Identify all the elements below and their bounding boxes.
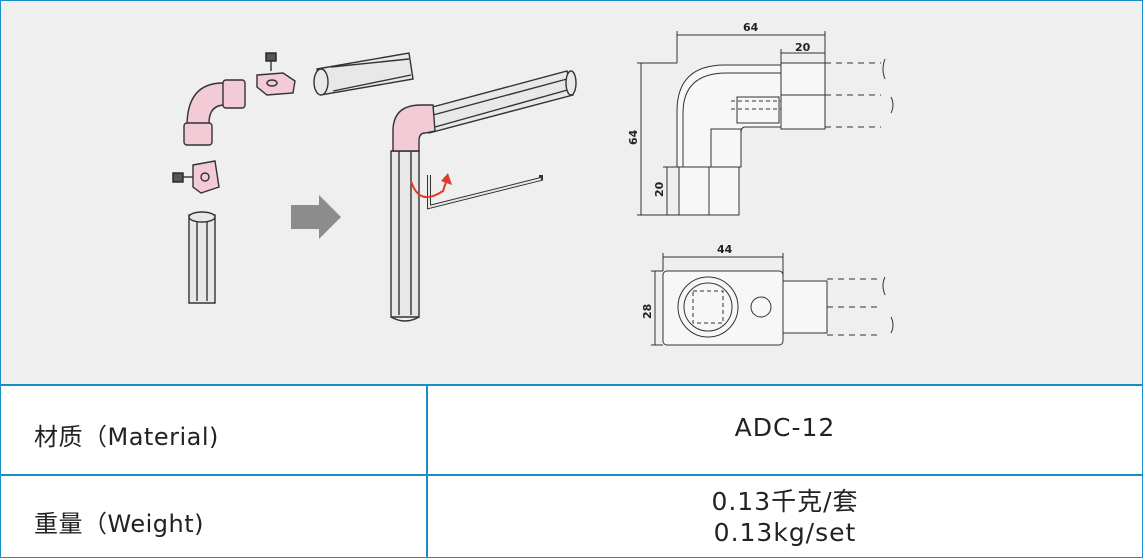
exploded-view bbox=[172, 52, 414, 304]
dim-height-side-inner: 20 bbox=[653, 181, 666, 197]
weight-value-cell: 0.13千克/套 0.13kg/set bbox=[428, 476, 1142, 557]
weight-label: 重量（Weight) bbox=[1, 476, 428, 557]
material-label: 材质（Material) bbox=[1, 386, 428, 474]
dim-width-top: 64 bbox=[743, 21, 759, 34]
dim-width-bottom: 44 bbox=[717, 243, 733, 256]
material-row: 材质（Material) ADC-12 bbox=[1, 386, 1142, 476]
direction-arrow-icon bbox=[291, 195, 341, 239]
weight-value-cn: 0.13千克/套 bbox=[711, 486, 859, 516]
product-figure: 64 20 64 20 44 28 bbox=[1, 1, 1142, 386]
material-value: ADC-12 bbox=[734, 412, 836, 442]
dim-width-top-inner: 20 bbox=[795, 41, 811, 54]
weight-value-en: 0.13kg/set bbox=[713, 517, 857, 547]
dim-height-side: 64 bbox=[627, 129, 640, 145]
dim-height-bottom: 28 bbox=[641, 304, 654, 319]
assembly-illustration: 64 20 64 20 44 28 bbox=[172, 21, 894, 346]
front-view-drawing bbox=[637, 31, 894, 216]
bottom-view-drawing bbox=[651, 253, 894, 346]
rotate-arrow-icon bbox=[410, 178, 448, 199]
assembled-view bbox=[390, 70, 577, 322]
weight-row: 重量（Weight) 0.13千克/套 0.13kg/set bbox=[1, 476, 1142, 557]
material-value-cell: ADC-12 bbox=[428, 386, 1142, 474]
